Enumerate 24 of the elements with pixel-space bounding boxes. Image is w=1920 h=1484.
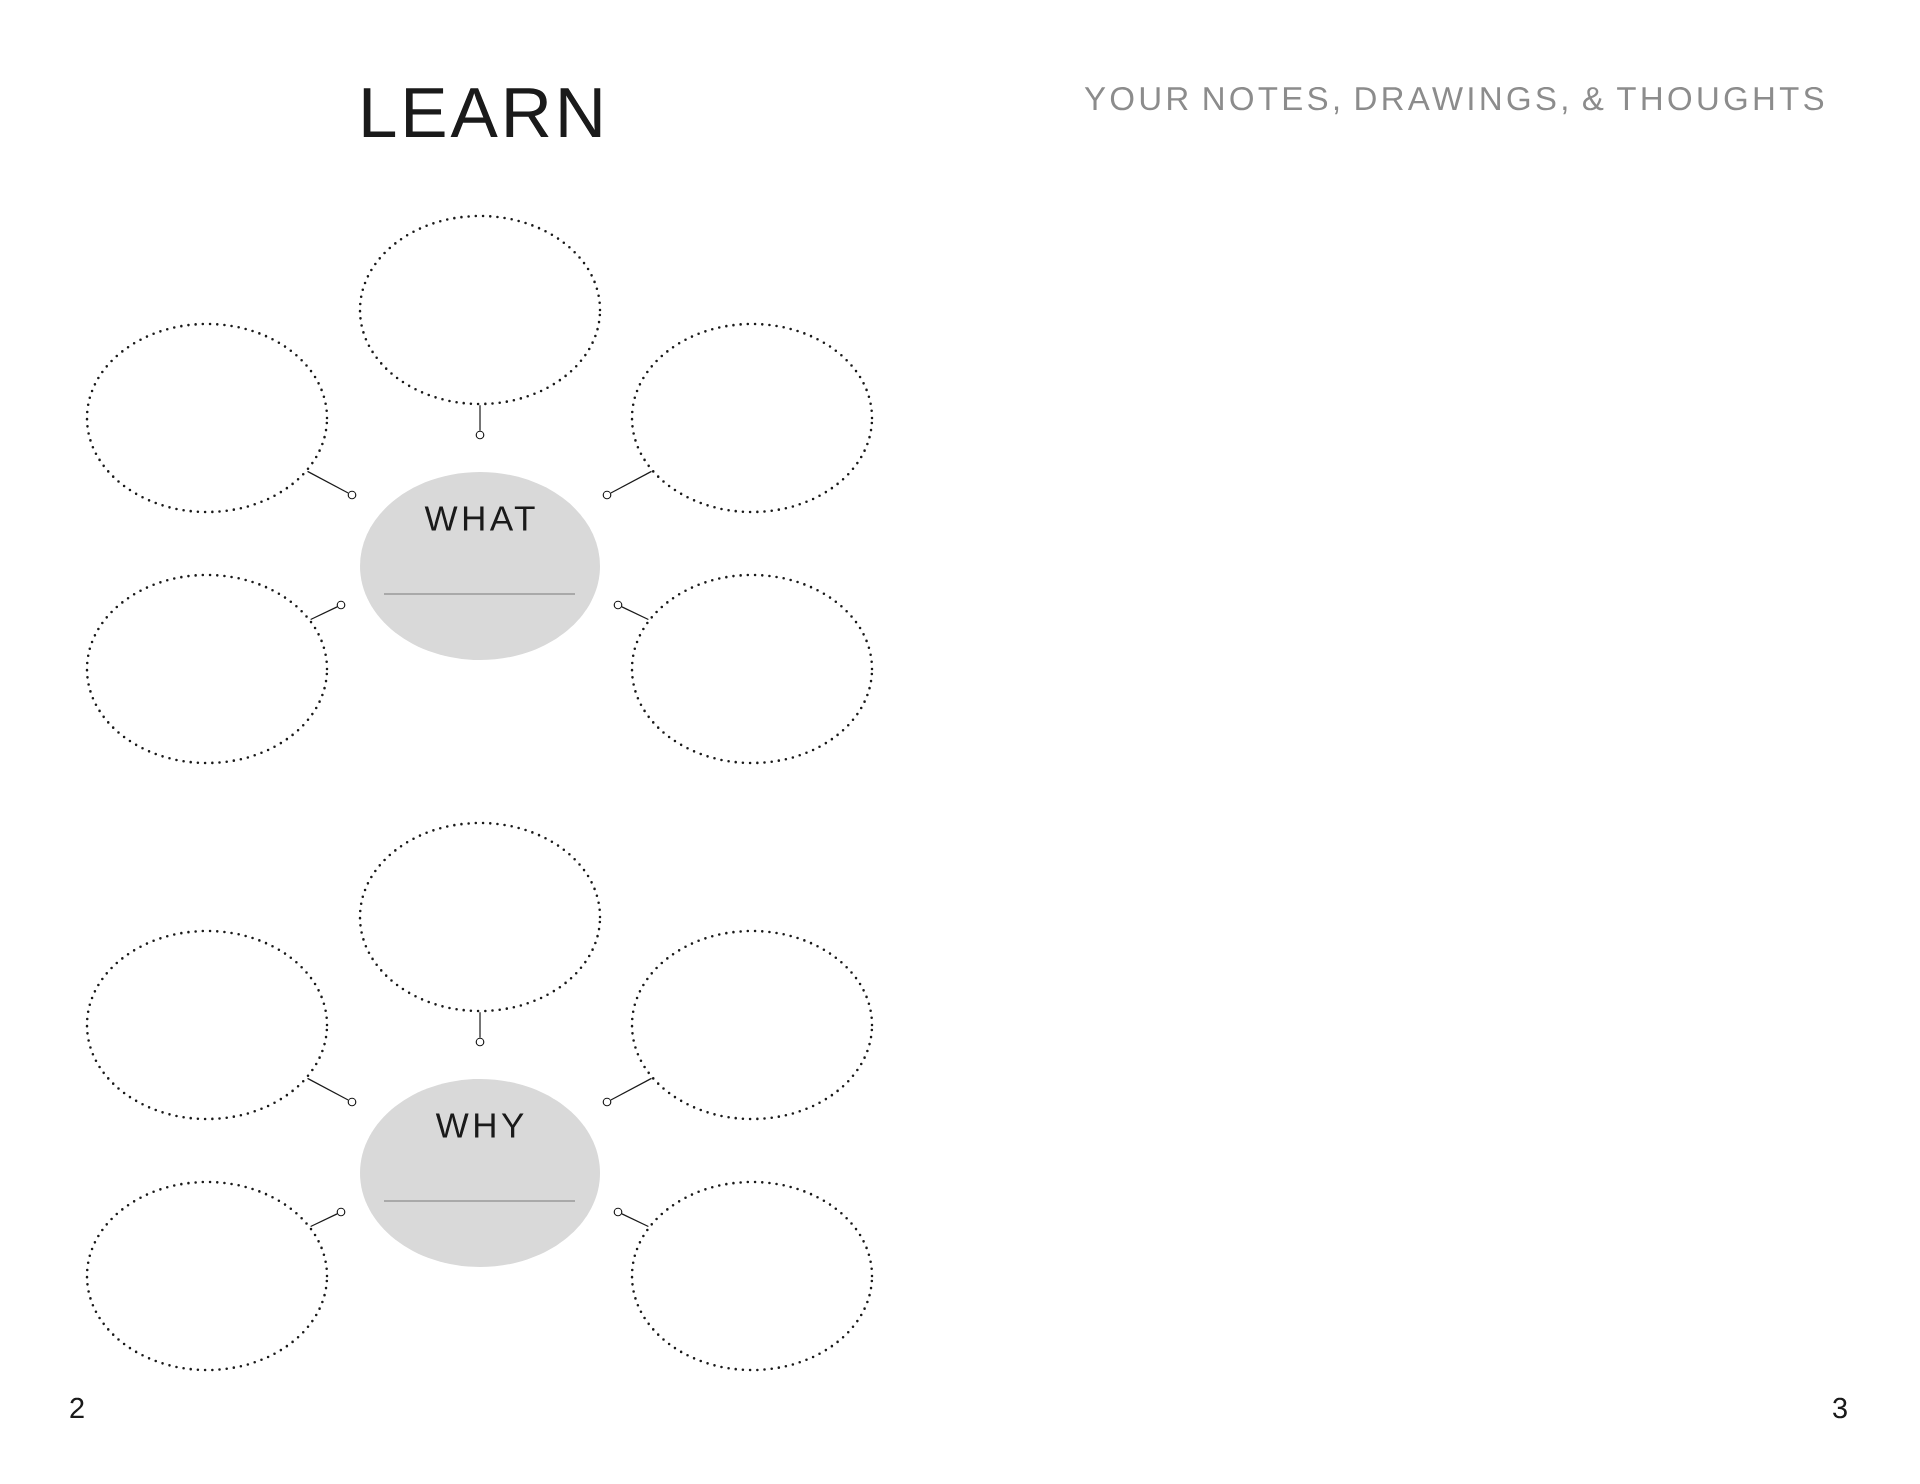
answer-ellipse (85, 573, 329, 765)
connector-line (479, 1011, 481, 1039)
connector-line (310, 606, 338, 621)
answer-ellipse (85, 1180, 329, 1372)
connector-line (610, 1077, 653, 1101)
answer-ellipse (358, 214, 602, 406)
answer-ellipse (630, 929, 874, 1121)
answer-ellipse (85, 929, 329, 1121)
page-number: 2 (70, 1397, 84, 1418)
answer-ellipse (85, 322, 329, 514)
answer-ellipse (630, 322, 874, 514)
connector-line (621, 606, 649, 621)
connector-line (479, 404, 481, 432)
page-number: 3 (1833, 1397, 1847, 1419)
connector-line (306, 1077, 349, 1101)
page-title: LEARN (363, 88, 601, 137)
answer-ellipse (630, 1180, 874, 1372)
connector-line (610, 470, 653, 494)
page-heading: YOUR NOTES, DRAWINGS, & THOUGHTS (1084, 86, 1824, 115)
connector-line (621, 1213, 649, 1228)
connector-line (306, 470, 349, 494)
answer-ellipse (358, 821, 602, 1013)
connector-line (310, 1213, 338, 1228)
answer-ellipse (630, 573, 874, 765)
